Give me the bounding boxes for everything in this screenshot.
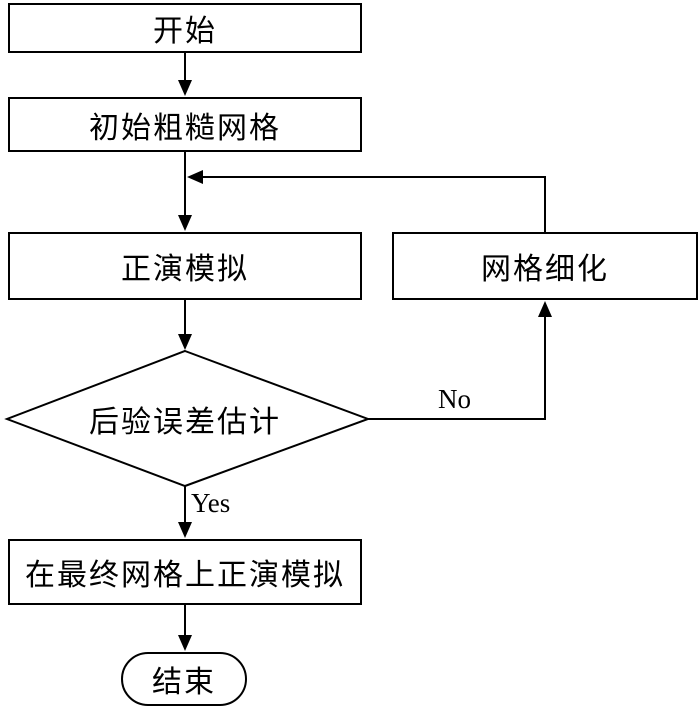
edge-final-sim-to-end: [178, 605, 192, 651]
arrowhead-down-icon: [178, 334, 192, 350]
edge-initial-mesh-to-forward-sim: [178, 152, 192, 231]
edge-label-yes: Yes: [191, 488, 231, 518]
node-posterior-error-estimate-label: 后验误差估计: [89, 406, 281, 439]
arrowhead-down-icon: [178, 80, 192, 96]
edge-label-no: No: [438, 384, 471, 414]
edge-mesh-refine-feedback: [187, 170, 546, 232]
edge-forward-sim-to-error-estimate: [178, 300, 192, 350]
edge-start-to-initial-mesh: [178, 53, 192, 96]
node-initial-coarse-mesh: 初始粗糙网格: [8, 97, 362, 152]
node-forward-simulation: 正演模拟: [8, 232, 362, 300]
edge-yes-to-final-sim: [178, 486, 192, 538]
arrowhead-down-icon: [178, 215, 192, 231]
arrowhead-left-icon: [187, 170, 203, 184]
node-mesh-refinement: 网格细化: [392, 232, 698, 300]
node-final-mesh-forward-simulation: 在最终网格上正演模拟: [8, 539, 362, 605]
arrowhead-up-icon: [538, 301, 552, 317]
node-end: 结束: [121, 652, 247, 706]
node-start: 开始: [8, 3, 362, 53]
arrowhead-down-icon: [178, 635, 192, 651]
edge-no-to-mesh-refine: [368, 301, 552, 420]
arrowhead-down-icon: [178, 522, 192, 538]
